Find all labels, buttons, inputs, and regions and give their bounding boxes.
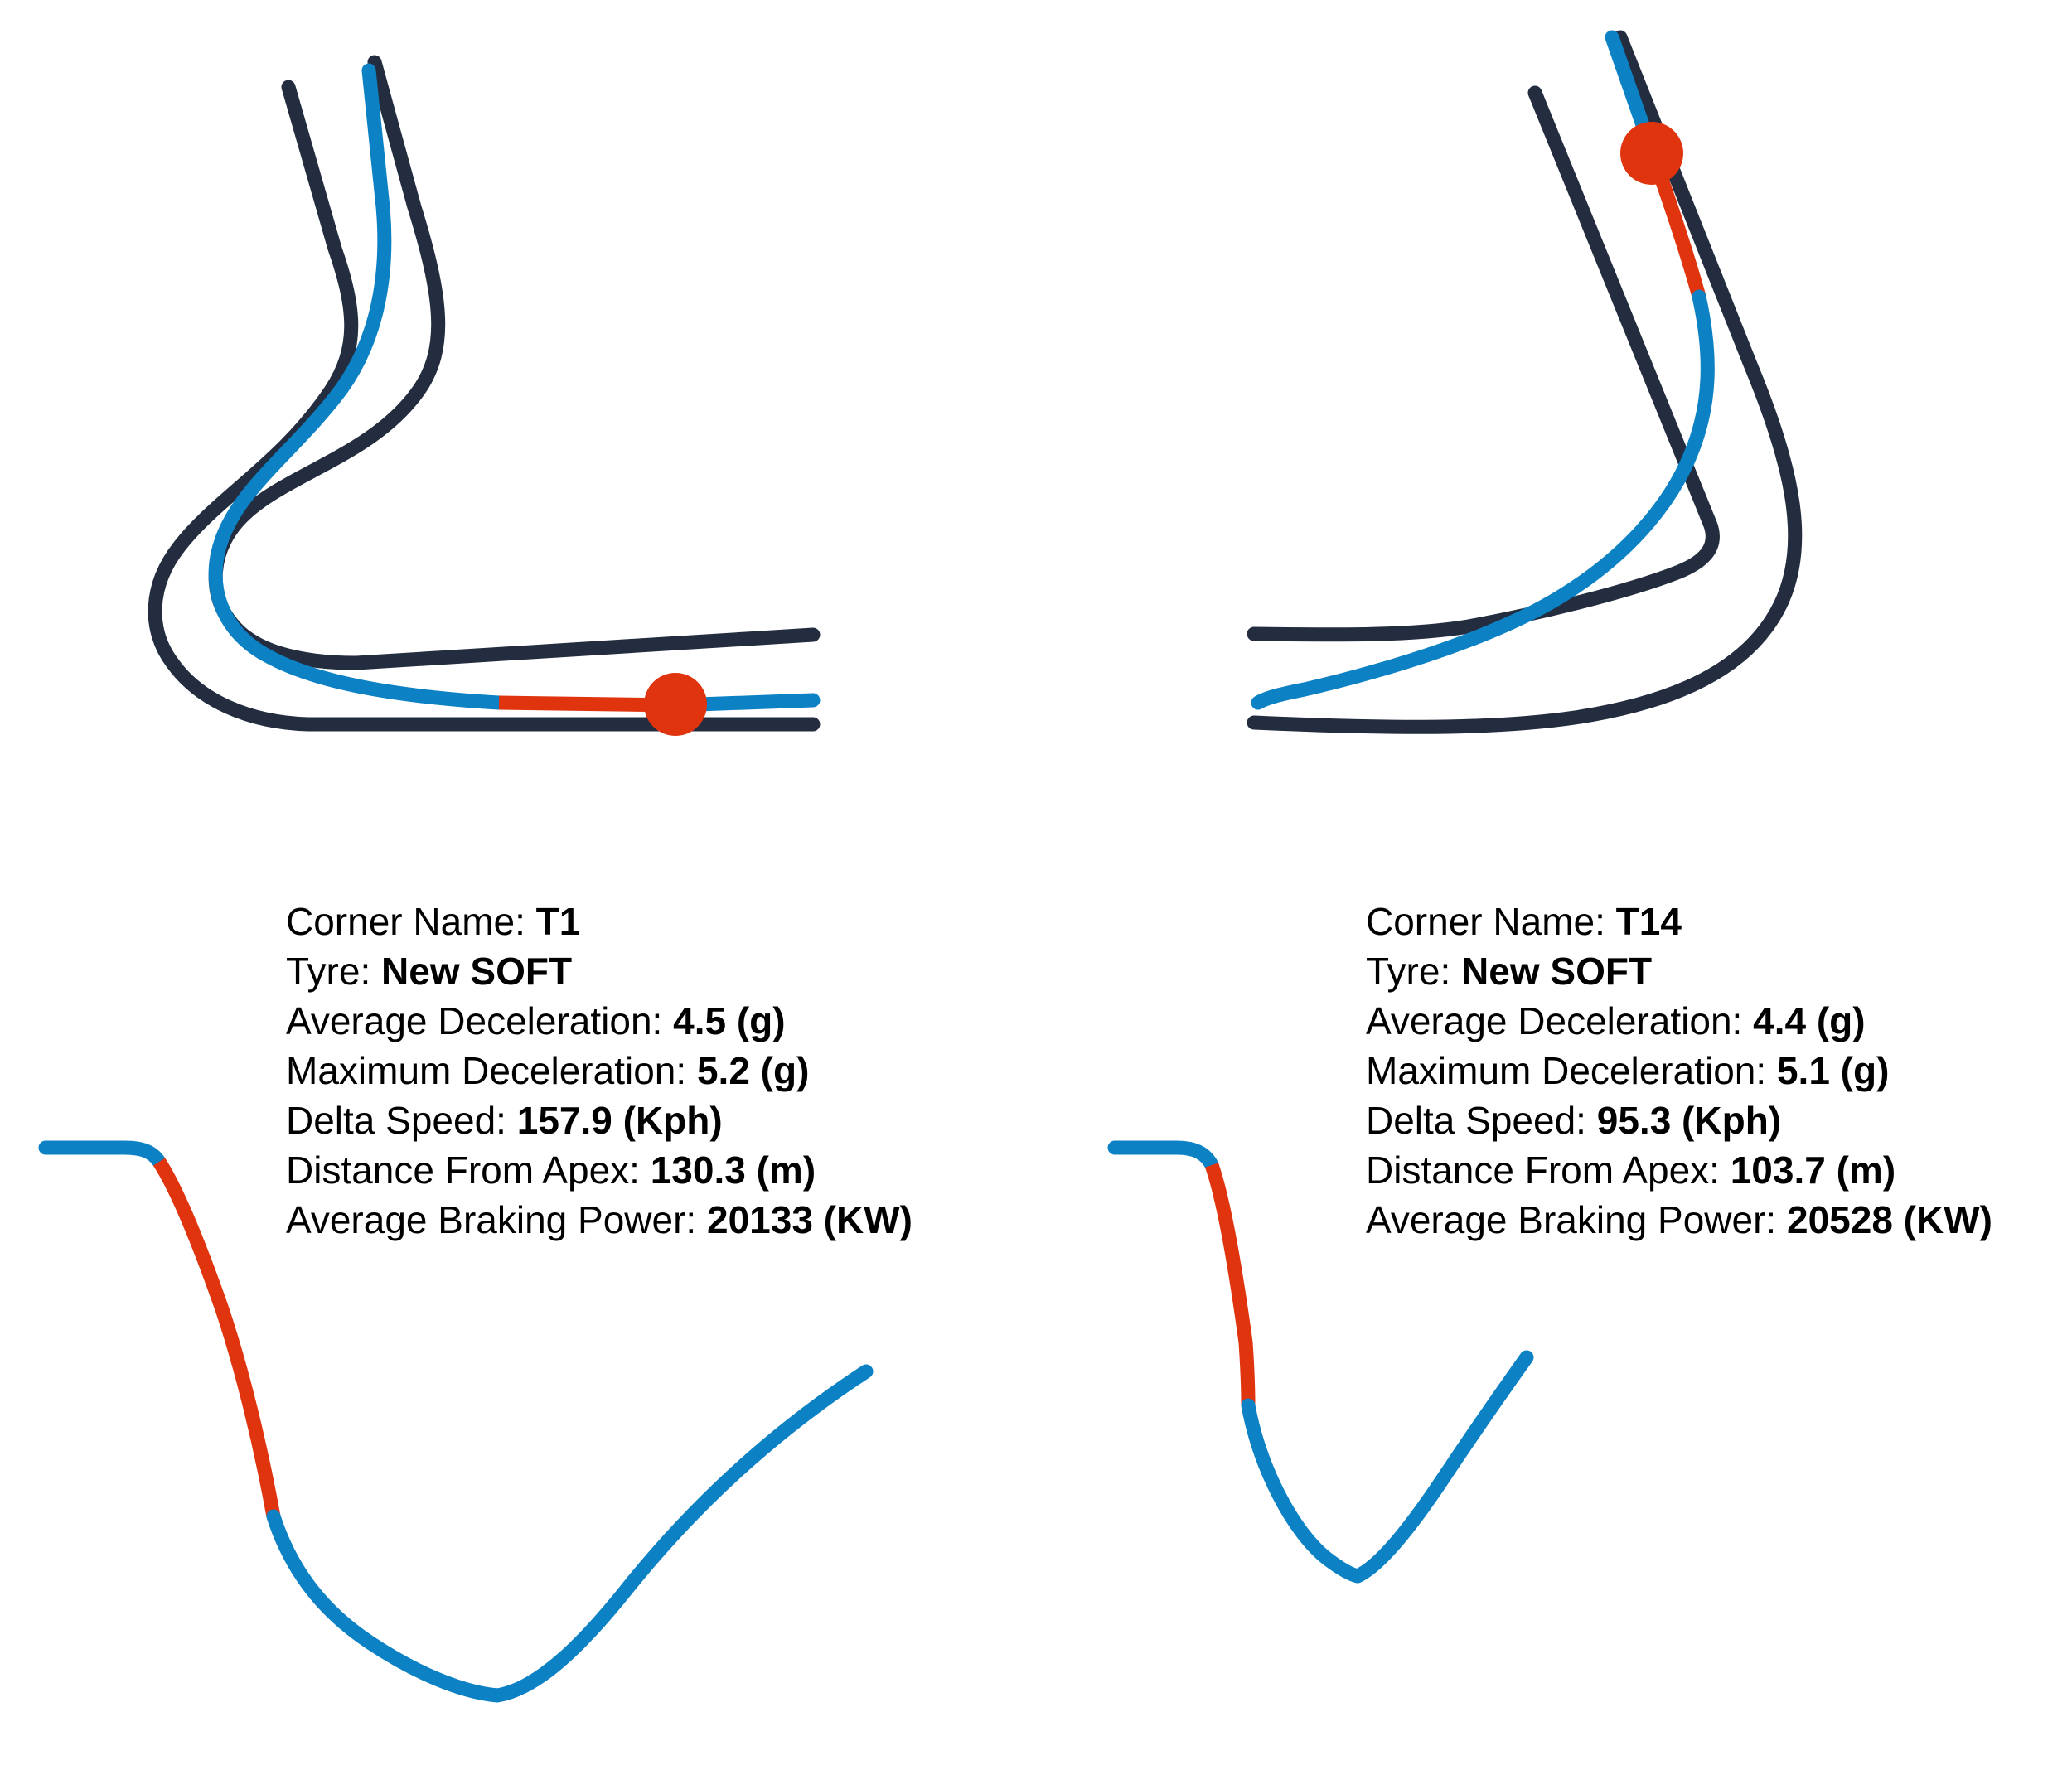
stat-label-braking-power: Average Braking Power:: [1366, 1198, 1777, 1241]
speed-trace-t14-recovery: [1241, 1350, 1534, 1584]
stat-value-avg-deceleration: 4.4 (g): [1753, 999, 1866, 1042]
stat-label-corner-name: Corner Name:: [286, 900, 525, 943]
stat-value-delta-speed: 95.3 (Kph): [1596, 1099, 1782, 1142]
stat-value-avg-deceleration: 4.5 (g): [673, 999, 786, 1042]
speed-trace-t1-recovery: [266, 1364, 874, 1703]
stat-value-max-deceleration: 5.2 (g): [696, 1049, 810, 1092]
stat-value-tyre: New SOFT: [1461, 950, 1653, 993]
track-edge-outer-right: [1247, 30, 1803, 734]
stat-row-tyre: Tyre: New SOFT: [1366, 946, 1992, 996]
stat-label-avg-deceleration: Average Deceleration:: [1366, 999, 1743, 1042]
stat-row-corner-name: Corner Name: T1: [286, 897, 913, 946]
stat-value-max-deceleration: 5.1 (g): [1776, 1049, 1890, 1092]
stat-row-avg-deceleration: Average Deceleration: 4.5 (g): [286, 996, 913, 1046]
series-coasting-before-braking: [46, 1148, 157, 1160]
stat-label-braking-power: Average Braking Power:: [286, 1198, 697, 1241]
stat-label-avg-deceleration: Average Deceleration:: [286, 999, 663, 1042]
stat-value-distance-from-apex: 130.3 (m): [650, 1149, 816, 1192]
speed-trace-t14-coast: [1107, 1140, 1219, 1173]
stat-value-corner-name: T1: [535, 900, 581, 943]
stat-label-delta-speed: Delta Speed:: [1366, 1099, 1586, 1142]
stat-row-braking-power: Average Braking Power: 20528 (KW): [1366, 1195, 1992, 1245]
stat-row-avg-deceleration: Average Deceleration: 4.4 (g): [1366, 996, 1992, 1046]
speed-trace-t1-coast: [38, 1140, 167, 1169]
series-coasting-before-braking: [1115, 1148, 1210, 1164]
series-braking-zone: [157, 1160, 274, 1516]
series-braking-zone: [1210, 1164, 1247, 1405]
stat-value-delta-speed: 157.9 (Kph): [516, 1099, 723, 1142]
series-apex-and-exit: [1247, 1357, 1525, 1574]
stat-label-delta-speed: Delta Speed:: [286, 1099, 506, 1142]
stat-row-delta-speed: Delta Speed: 157.9 (Kph): [286, 1095, 913, 1145]
stat-value-distance-from-apex: 103.7 (m): [1730, 1149, 1896, 1192]
racing-line-t14-entry: [1605, 30, 1655, 147]
stat-value-braking-power: 20133 (KW): [706, 1198, 913, 1241]
stat-row-tyre: Tyre: New SOFT: [286, 946, 913, 996]
racing-line-t1-coast: [208, 63, 506, 710]
track-edge-outer-left: [148, 80, 821, 732]
corner-stats-t14: Corner Name: T14 Tyre: New SOFT Average …: [1366, 897, 1992, 1245]
stat-row-distance-from-apex: Distance From Apex: 103.7 (m): [1366, 1145, 1992, 1195]
brake-point-marker-t1[interactable]: [644, 673, 707, 736]
speed-trace-t14-braking: [1204, 1163, 1256, 1406]
stat-label-distance-from-apex: Distance From Apex:: [1366, 1149, 1720, 1192]
speed-trace-t1-braking: [152, 1158, 281, 1518]
stat-row-delta-speed: Delta Speed: 95.3 (Kph): [1366, 1095, 1992, 1145]
stat-label-max-deceleration: Maximum Deceleration:: [1366, 1049, 1767, 1092]
stat-label-corner-name: Corner Name:: [1366, 900, 1605, 943]
stat-label-tyre: Tyre:: [286, 950, 371, 993]
stat-row-max-deceleration: Maximum Deceleration: 5.2 (g): [286, 1046, 913, 1095]
corner-stats-t1: Corner Name: T1 Tyre: New SOFT Average D…: [286, 897, 913, 1245]
stat-label-max-deceleration: Maximum Deceleration:: [286, 1049, 687, 1092]
stat-row-max-deceleration: Maximum Deceleration: 5.1 (g): [1366, 1046, 1992, 1095]
stat-row-corner-name: Corner Name: T14: [1366, 897, 1992, 946]
stat-label-distance-from-apex: Distance From Apex:: [286, 1149, 640, 1192]
stat-value-tyre: New SOFT: [381, 950, 573, 993]
stat-row-braking-power: Average Braking Power: 20133 (KW): [286, 1195, 913, 1245]
stat-value-corner-name: T14: [1615, 900, 1682, 943]
brake-point-marker-t14[interactable]: [1620, 122, 1683, 185]
stat-row-distance-from-apex: Distance From Apex: 130.3 (m): [286, 1145, 913, 1195]
stat-value-braking-power: 20528 (KW): [1786, 1198, 1992, 1241]
stat-label-tyre: Tyre:: [1366, 950, 1451, 993]
racing-line-t14-exit: [1251, 289, 1715, 710]
